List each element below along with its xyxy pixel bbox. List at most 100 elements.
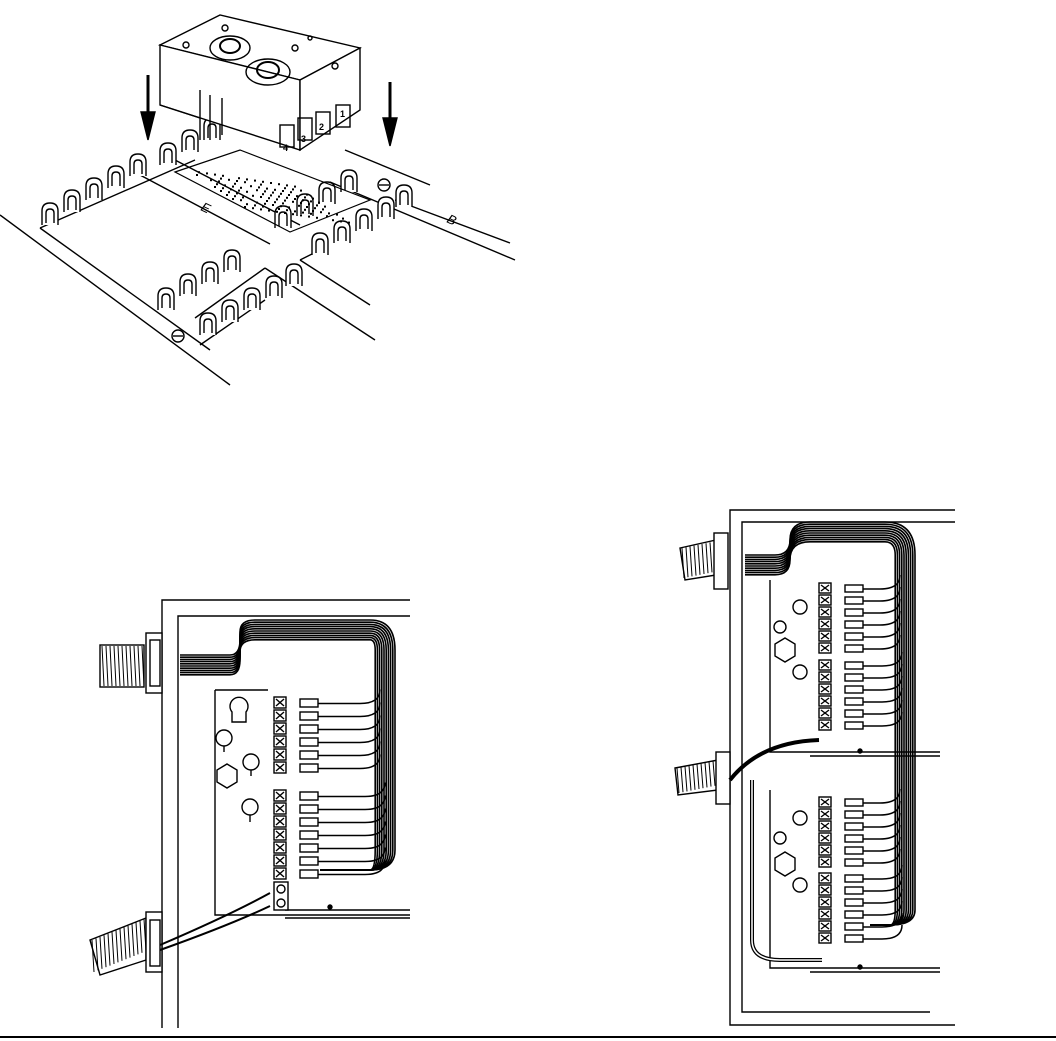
board-panel bbox=[215, 690, 410, 918]
terminal bbox=[274, 723, 318, 734]
rail-clip bbox=[202, 262, 218, 284]
rail-clip bbox=[244, 288, 260, 310]
terminal bbox=[274, 710, 318, 721]
wire-bundle bbox=[180, 620, 395, 875]
rail-clip bbox=[158, 288, 174, 310]
mounting-keyhole-1 bbox=[230, 697, 248, 722]
rail-clip bbox=[64, 190, 80, 212]
mounting-hex-icon bbox=[775, 638, 795, 662]
terminal bbox=[274, 749, 318, 760]
rail-screw-right bbox=[378, 179, 390, 191]
rail-clip bbox=[396, 185, 412, 207]
rail-clip bbox=[130, 154, 146, 176]
terminal bbox=[819, 809, 863, 819]
rail-clip bbox=[286, 264, 302, 286]
terminal bbox=[819, 643, 863, 653]
conduit-lower bbox=[90, 912, 162, 975]
terminal bbox=[274, 762, 318, 773]
mounting-keyhole-3 bbox=[793, 665, 807, 679]
ground-screw-icon bbox=[328, 905, 332, 909]
mounting-keyhole-2 bbox=[216, 730, 232, 752]
terminal bbox=[819, 619, 863, 629]
port-label-1: 1 bbox=[340, 109, 345, 119]
terminal bbox=[819, 595, 863, 605]
terminal bbox=[819, 933, 863, 943]
port-label-3: 3 bbox=[301, 134, 306, 144]
rail-clip bbox=[275, 206, 291, 228]
terminal bbox=[819, 660, 863, 670]
rail-clip bbox=[182, 130, 198, 152]
terminal bbox=[274, 829, 318, 840]
port-label-4: 4 bbox=[283, 143, 288, 153]
wire bbox=[318, 742, 380, 756]
terminal bbox=[274, 855, 318, 866]
terminal bbox=[819, 631, 863, 641]
terminal bbox=[819, 845, 863, 855]
rail-clip bbox=[200, 313, 216, 335]
mounting-keyhole-4 bbox=[793, 811, 807, 825]
rail-clip bbox=[356, 209, 372, 231]
rail-clip bbox=[334, 221, 350, 243]
rail-clip bbox=[312, 233, 328, 255]
wire bbox=[318, 755, 380, 769]
rail-clip bbox=[378, 197, 394, 219]
insert-arrow-left-icon bbox=[141, 75, 155, 140]
terminal bbox=[819, 708, 863, 718]
insert-arrow-right-icon bbox=[383, 82, 397, 146]
mounting-keyhole-4 bbox=[242, 799, 258, 822]
terminal-block bbox=[274, 697, 318, 879]
supply-cable bbox=[730, 740, 822, 960]
conduit-lower bbox=[675, 752, 730, 804]
rail-lines bbox=[0, 150, 515, 385]
mounting-hex-icon-2 bbox=[775, 852, 795, 876]
terminal bbox=[274, 803, 318, 814]
mounting-hex-icon bbox=[217, 764, 237, 788]
terminal bbox=[819, 909, 863, 919]
port-label-2: 2 bbox=[319, 122, 324, 132]
mounting-keyhole-5 bbox=[774, 832, 786, 844]
conduit-upper bbox=[680, 533, 728, 589]
mounting-keyhole-2 bbox=[774, 621, 786, 633]
rail-clip bbox=[180, 274, 196, 296]
terminal bbox=[819, 696, 863, 706]
terminal bbox=[819, 857, 863, 867]
terminal bbox=[819, 797, 863, 807]
terminal bbox=[819, 583, 863, 593]
terminal bbox=[819, 672, 863, 682]
terminal bbox=[274, 816, 318, 827]
rail-clip bbox=[108, 166, 124, 188]
wire bbox=[863, 865, 902, 879]
terminal bbox=[819, 885, 863, 895]
module-insertion-figure: 4 3 2 1 E B bbox=[0, 15, 515, 385]
terminal bbox=[274, 790, 318, 801]
terminal bbox=[274, 868, 318, 879]
rail-screw-left bbox=[172, 330, 184, 342]
enclosure bbox=[730, 510, 955, 1025]
terminal bbox=[274, 842, 318, 853]
dual-board-wiring-figure bbox=[675, 510, 955, 1025]
terminal bbox=[819, 684, 863, 694]
terminal bbox=[819, 897, 863, 907]
mounting-keyhole-6 bbox=[793, 878, 807, 892]
terminal bbox=[274, 697, 318, 708]
rail-clip bbox=[42, 203, 58, 225]
rail-clip bbox=[222, 300, 238, 322]
terminal bbox=[819, 873, 863, 883]
conduit-upper bbox=[100, 633, 162, 693]
rail-clips bbox=[42, 118, 412, 335]
terminal bbox=[819, 720, 863, 730]
terminal bbox=[819, 821, 863, 831]
power-terminal bbox=[160, 882, 288, 950]
wire bbox=[318, 716, 380, 730]
wire bbox=[318, 729, 380, 743]
wire bbox=[863, 652, 902, 666]
rail-clip bbox=[341, 170, 357, 192]
rail-clip bbox=[160, 143, 176, 165]
terminal bbox=[819, 921, 863, 931]
mounting-keyhole-1 bbox=[793, 600, 807, 614]
terminal bbox=[819, 607, 863, 617]
terminal-block bbox=[819, 583, 863, 943]
rail-clip bbox=[224, 250, 240, 272]
terminal bbox=[819, 833, 863, 843]
